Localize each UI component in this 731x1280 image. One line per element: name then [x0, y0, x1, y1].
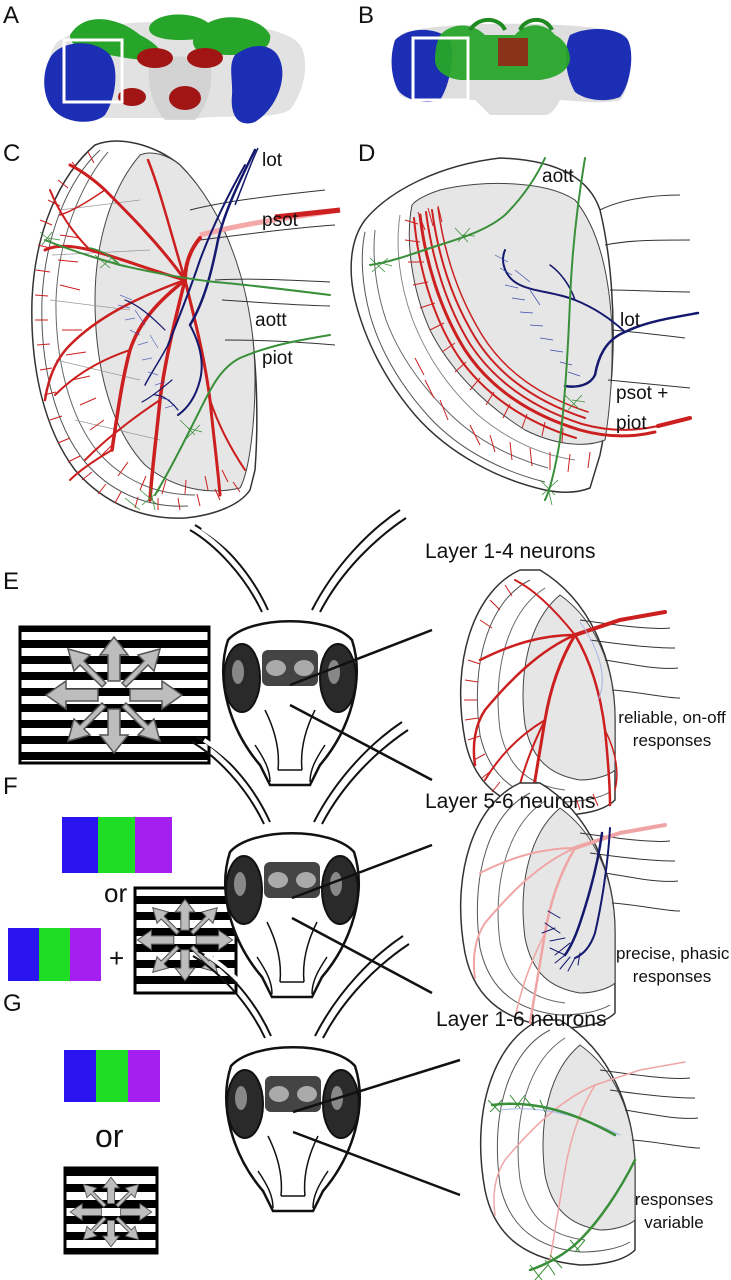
- color-swatch-f-bottom: [8, 928, 101, 981]
- tract-label-d-piot: piot: [616, 413, 647, 434]
- stripe-stimulus-e: [18, 625, 211, 765]
- panel-label-a: A: [3, 2, 20, 29]
- response-e-line2: responses: [632, 731, 712, 750]
- zoom-lines-f: [291, 843, 433, 995]
- tract-label-c-aott: aott: [255, 310, 287, 331]
- plus-label-f: +: [109, 943, 125, 973]
- selection-box-a: [62, 38, 124, 104]
- panel-label-f: F: [3, 773, 18, 800]
- stripe-stimulus-g: [63, 1166, 159, 1255]
- or-label-g: or: [95, 1118, 124, 1154]
- response-e: reliable, on-off responses: [616, 706, 728, 752]
- selection-box-b: [411, 36, 470, 102]
- color-swatch-g: [64, 1050, 160, 1102]
- or-label-f: or: [104, 878, 128, 908]
- lobe-g: [479, 1019, 701, 1280]
- panel-label-b: B: [358, 2, 375, 29]
- tract-label-d-aott: aott: [542, 166, 574, 187]
- row-heading-g: Layer 1-6 neurons: [436, 1008, 607, 1031]
- brain-3d-a: [44, 14, 306, 124]
- tract-label-d-lot: lot: [620, 310, 641, 331]
- tract-label-c-piot: piot: [262, 348, 293, 369]
- tract-label-c-psot: psot: [262, 210, 298, 231]
- tract-label-d-psot: psot +: [616, 383, 669, 404]
- row-heading-f: Layer 5-6 neurons: [425, 790, 596, 813]
- zoom-lines-g: [292, 1058, 461, 1197]
- row-heading-e: Layer 1-4 neurons: [425, 540, 596, 563]
- response-f-line2: responses: [632, 967, 712, 986]
- lobe-f: [459, 782, 681, 1029]
- color-swatch-f-top: [62, 817, 172, 873]
- lobe-e: [459, 569, 681, 816]
- zoom-lines-e: [289, 628, 433, 782]
- response-e-line1: reliable, on-off: [618, 708, 726, 727]
- panel-c-diagram: [31, 140, 341, 519]
- panel-label-e: E: [3, 568, 20, 595]
- response-g-line2: variable: [644, 1213, 704, 1232]
- panel-label-g: G: [3, 990, 22, 1017]
- brain-3d-b: [391, 17, 632, 115]
- panel-d-diagram: [350, 157, 700, 506]
- panel-label-c: C: [3, 140, 21, 167]
- response-f-line1: precise, phasic: [616, 944, 730, 963]
- response-g-line1: responses: [634, 1190, 714, 1209]
- panel-label-d: D: [358, 140, 376, 167]
- response-f: precise, phasic responses: [616, 942, 730, 988]
- response-g: responses variable: [624, 1188, 724, 1234]
- tract-label-c-lot: lot: [262, 150, 283, 171]
